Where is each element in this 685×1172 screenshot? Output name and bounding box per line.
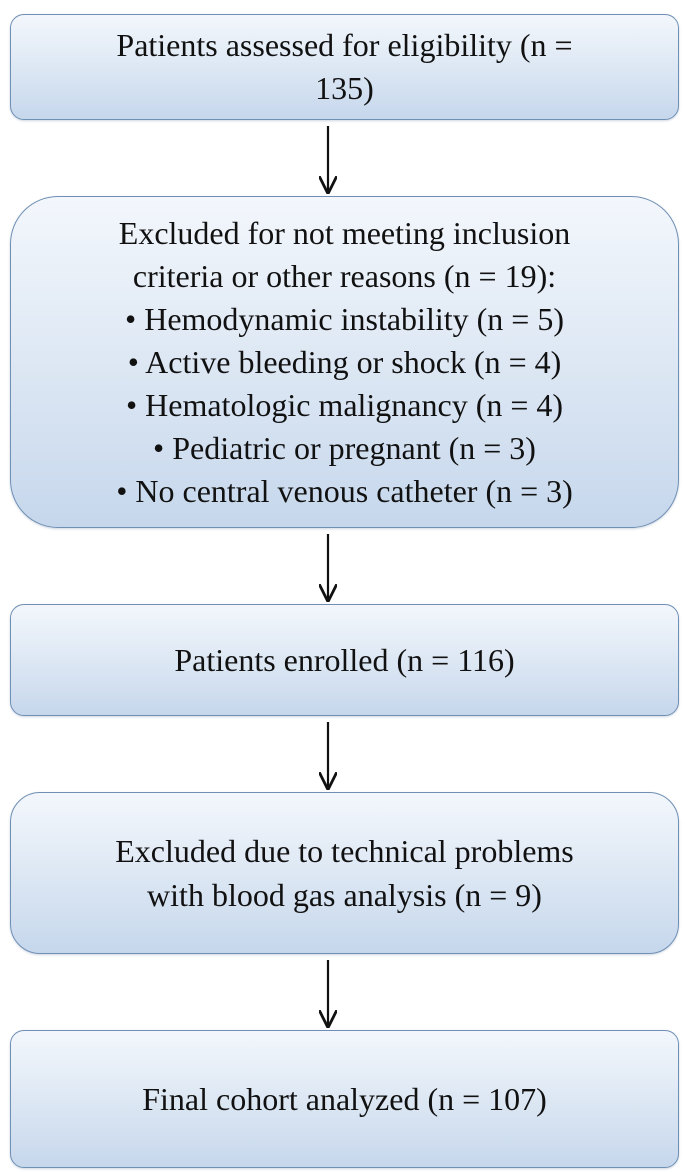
exclusion-reason-bleeding: • Active bleeding or shock (n = 4)	[127, 343, 562, 380]
exclusion-reason-catheter: • No central venous catheter (n = 3)	[116, 472, 573, 509]
step-excluded-criteria-line-1: Excluded for not meeting inclusion	[118, 214, 571, 251]
step-excluded-criteria-box: Excluded for not meeting inclusion crite…	[10, 196, 679, 528]
step-excluded-technical-line-1: Excluded due to technical problems	[115, 833, 574, 869]
step-final-cohort-line-1: Final cohort analyzed (n = 107)	[142, 1080, 547, 1117]
step-enrolled-box: Patients enrolled (n = 116)	[10, 604, 679, 716]
exclusion-reason-malignancy: • Hematologic malignancy (n = 4)	[125, 386, 564, 423]
exclusion-reason-pediatric: • Pediatric or pregnant (n = 3)	[153, 429, 536, 466]
exclusion-reason-hemodynamic: • Hemodynamic instability (n = 5)	[125, 300, 564, 337]
step-excluded-criteria-line-2: criteria or other reasons (n = 19):	[132, 257, 557, 294]
step-assessed-box: Patients assessed for eligibility (n = 1…	[10, 14, 679, 120]
step-enrolled-line-1: Patients enrolled (n = 116)	[174, 641, 515, 678]
step-excluded-technical-line-2: with blood gas analysis (n = 9)	[147, 877, 542, 913]
step-assessed-line-2: 135)	[315, 70, 374, 106]
step-final-cohort-box: Final cohort analyzed (n = 107)	[10, 1030, 679, 1168]
step-assessed-line-1: Patients assessed for eligibility (n =	[116, 27, 573, 63]
step-excluded-technical-box: Excluded due to technical problems with …	[10, 792, 679, 954]
